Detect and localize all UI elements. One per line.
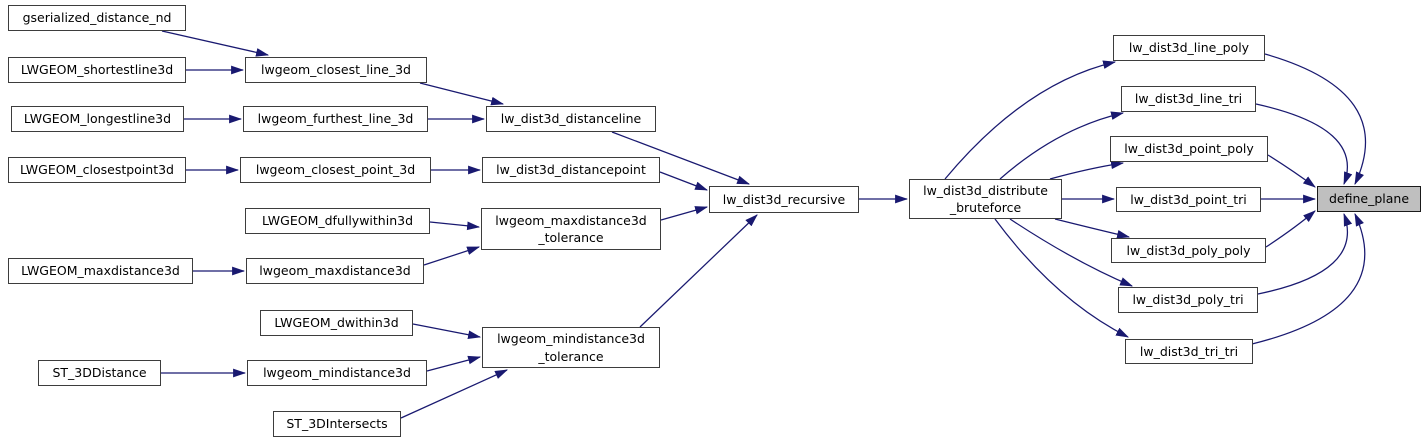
node-label: lw_dist3d_distancepoint <box>496 162 646 178</box>
edge-gserialized_distance_nd--lwgeom_closest_line_3d <box>161 30 270 57</box>
node-label: lw_dist3d_poly_poly <box>1126 242 1251 258</box>
node-gserialized_distance_nd[interactable]: gserialized_distance_nd <box>8 5 186 31</box>
node-label: lwgeom_furthest_line_3d <box>257 111 414 127</box>
edge-lw_dist3d_poly_poly--define_plane <box>1265 210 1316 248</box>
node-label: lwgeom_closest_line_3d <box>261 62 411 78</box>
edge-lwgeom_mindistance3d--lwgeom_mindistance3d_tolerance <box>426 355 482 372</box>
node-label: lw_dist3d_point_tri <box>1130 191 1247 207</box>
edge-lwgeom_closest_line_3d--lw_dist3d_distanceline <box>419 82 505 106</box>
node-LWGEOM_dwithin3d[interactable]: LWGEOM_dwithin3d <box>260 310 413 336</box>
edge-lw_dist3d_tri_tri--define_plane <box>1251 213 1366 345</box>
node-lw_dist3d_poly_tri[interactable]: lw_dist3d_poly_tri <box>1118 287 1258 313</box>
node-lw_dist3d_line_poly[interactable]: lw_dist3d_line_poly <box>1113 35 1265 61</box>
node-label: LWGEOM_dwithin3d <box>274 315 399 331</box>
node-lw_dist3d_distancepoint[interactable]: lw_dist3d_distancepoint <box>482 157 660 183</box>
edge-lw_dist3d_distribute_bruteforce--lw_dist3d_line_tri <box>999 111 1125 180</box>
node-LWGEOM_maxdistance3d[interactable]: LWGEOM_maxdistance3d <box>8 258 193 284</box>
node-lwgeom_mindistance3d_tolerance[interactable]: lwgeom_mindistance3d _tolerance <box>482 327 660 368</box>
node-lw_dist3d_distanceline[interactable]: lw_dist3d_distanceline <box>486 106 656 132</box>
node-label: LWGEOM_longestline3d <box>23 111 172 127</box>
edge-LWGEOM_dfullywithin3d--lwgeom_maxdistance3d_tolerance <box>429 221 481 231</box>
edge-LWGEOM_dwithin3d--lwgeom_mindistance3d_tolerance <box>412 323 482 339</box>
node-label: ST_3DDistance <box>52 365 147 381</box>
node-label: lwgeom_mindistance3d <box>263 365 411 381</box>
node-LWGEOM_shortestline3d[interactable]: LWGEOM_shortestline3d <box>8 57 186 83</box>
node-label: LWGEOM_dfullywithin3d <box>261 213 414 229</box>
node-label: lw_dist3d_line_tri <box>1134 91 1243 107</box>
node-label: lwgeom_mindistance3d _tolerance <box>497 331 645 364</box>
edge-lw_dist3d_distancepoint--lw_dist3d_recursive <box>659 171 709 191</box>
edge-lw_dist3d_distribute_bruteforce--lw_dist3d_point_poly <box>1049 160 1125 180</box>
node-lw_dist3d_poly_poly[interactable]: lw_dist3d_poly_poly <box>1111 238 1266 263</box>
node-label: lw_dist3d_point_poly <box>1124 141 1254 157</box>
node-lw_dist3d_recursive[interactable]: lw_dist3d_recursive <box>709 186 859 213</box>
node-lwgeom_maxdistance3d_tolerance[interactable]: lwgeom_maxdistance3d _tolerance <box>481 208 661 250</box>
node-label: lw_dist3d_line_poly <box>1128 40 1250 56</box>
node-label: lw_dist3d_recursive <box>722 191 846 207</box>
node-label: lw_dist3d_distribute _bruteforce <box>923 182 1048 216</box>
node-lwgeom_closest_point_3d[interactable]: lwgeom_closest_point_3d <box>240 157 431 183</box>
node-label: LWGEOM_closestpoint3d <box>19 162 174 178</box>
node-LWGEOM_closestpoint3d[interactable]: LWGEOM_closestpoint3d <box>8 157 186 183</box>
node-label: ST_3DIntersects <box>286 416 388 432</box>
node-label: lw_dist3d_poly_tri <box>1132 292 1244 308</box>
node-label: gserialized_distance_nd <box>22 10 172 26</box>
node-label: LWGEOM_maxdistance3d <box>21 263 180 279</box>
edge-lw_dist3d_line_poly--define_plane <box>1264 53 1367 185</box>
node-lw_dist3d_distribute_bruteforce[interactable]: lw_dist3d_distribute _bruteforce <box>909 179 1062 219</box>
node-ST_3DDistance[interactable]: ST_3DDistance <box>38 360 161 386</box>
edge-lw_dist3d_distribute_bruteforce--lw_dist3d_line_poly <box>944 60 1117 180</box>
edge-lwgeom_maxdistance3d_tolerance--lw_dist3d_recursive <box>660 206 709 221</box>
node-lwgeom_mindistance3d[interactable]: lwgeom_mindistance3d <box>247 360 427 386</box>
node-label: lw_dist3d_distanceline <box>500 111 642 127</box>
edge-lw_dist3d_line_tri--define_plane <box>1255 103 1353 186</box>
node-label: lw_dist3d_tri_tri <box>1139 343 1239 359</box>
node-label: lwgeom_maxdistance3d _tolerance <box>495 212 647 246</box>
node-define_plane: define_plane <box>1317 186 1421 212</box>
node-lw_dist3d_line_tri[interactable]: lw_dist3d_line_tri <box>1121 86 1256 112</box>
node-LWGEOM_longestline3d[interactable]: LWGEOM_longestline3d <box>11 106 184 132</box>
node-lw_dist3d_point_poly[interactable]: lw_dist3d_point_poly <box>1110 136 1268 162</box>
node-ST_3DIntersects[interactable]: ST_3DIntersects <box>273 411 401 437</box>
node-label: lwgeom_maxdistance3d <box>259 263 411 279</box>
node-lw_dist3d_point_tri[interactable]: lw_dist3d_point_tri <box>1116 187 1261 212</box>
edge-lwgeom_maxdistance3d--lwgeom_maxdistance3d_tolerance <box>423 246 481 266</box>
node-lwgeom_furthest_line_3d[interactable]: lwgeom_furthest_line_3d <box>243 106 428 132</box>
node-lwgeom_maxdistance3d[interactable]: lwgeom_maxdistance3d <box>246 258 424 284</box>
edge-lw_dist3d_distribute_bruteforce--lw_dist3d_tri_tri <box>994 218 1129 338</box>
node-label: LWGEOM_shortestline3d <box>20 62 174 78</box>
node-label: define_plane <box>1328 191 1410 207</box>
node-LWGEOM_dfullywithin3d[interactable]: LWGEOM_dfullywithin3d <box>245 208 430 234</box>
node-lwgeom_closest_line_3d[interactable]: lwgeom_closest_line_3d <box>245 57 427 83</box>
node-lw_dist3d_tri_tri[interactable]: lw_dist3d_tri_tri <box>1125 339 1253 364</box>
edge-lw_dist3d_distribute_bruteforce--lw_dist3d_poly_poly <box>1054 218 1131 239</box>
node-label: lwgeom_closest_point_3d <box>255 162 416 178</box>
edge-lw_dist3d_point_poly--define_plane <box>1267 154 1316 188</box>
edge-lw_dist3d_poly_tri--define_plane <box>1257 212 1353 295</box>
